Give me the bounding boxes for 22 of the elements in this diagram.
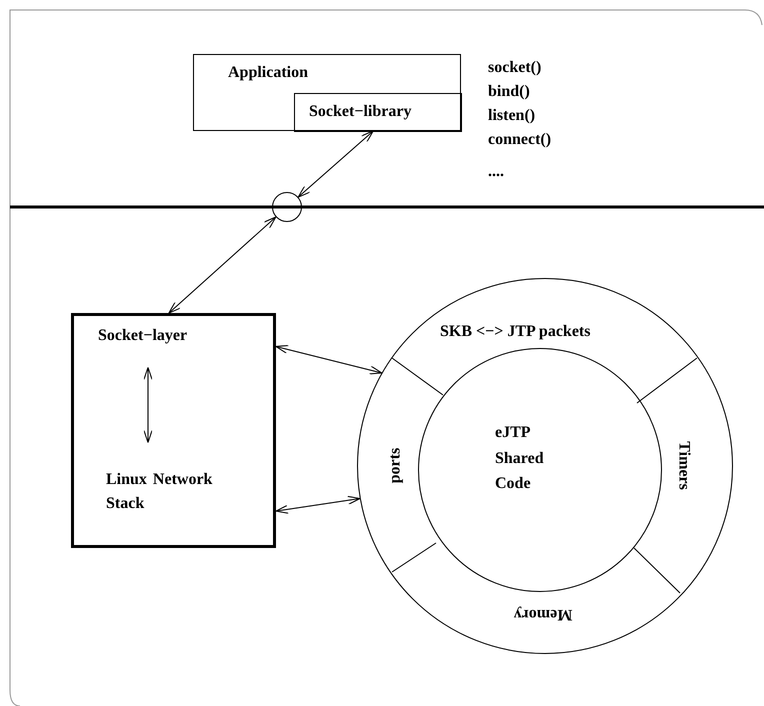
function-label: connect() xyxy=(488,130,552,150)
function-label: socket() xyxy=(488,58,542,78)
label-text: Timers xyxy=(674,440,694,492)
socket-layer-box xyxy=(71,313,276,548)
arrow xyxy=(275,345,382,374)
function-label: listen() xyxy=(488,106,536,126)
label-text: Socket−layer xyxy=(98,326,188,346)
application-box xyxy=(193,54,461,131)
label-text: Linux Network Stack xyxy=(106,470,214,514)
library-box xyxy=(294,93,462,132)
label-text: eJTP Shared Code xyxy=(495,423,545,494)
function-label: .... xyxy=(488,162,504,182)
arrow xyxy=(144,366,152,444)
arrow xyxy=(168,216,276,314)
label-text: Memory xyxy=(512,605,574,624)
label-text: ports xyxy=(385,446,404,486)
label-text: SKB <−> JTP packets xyxy=(440,322,590,342)
function-label: bind() xyxy=(488,82,530,102)
arrow xyxy=(298,130,374,198)
label-text: Socket−library xyxy=(309,102,412,122)
arrow xyxy=(275,496,361,514)
label-text: Application xyxy=(228,63,308,82)
